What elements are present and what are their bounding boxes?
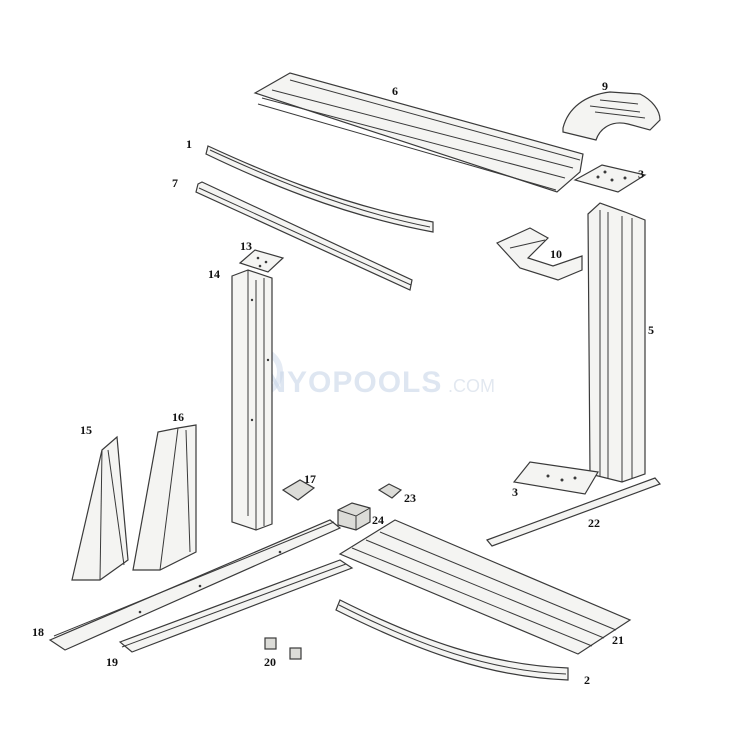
part-14-upright <box>231 269 273 531</box>
callout-15: 15 <box>80 423 92 437</box>
part-10-bracket <box>495 227 583 281</box>
part-19-bottom-channel <box>118 559 354 653</box>
part-3-top-plate <box>573 164 647 193</box>
part-17-bracket <box>281 479 316 501</box>
callout-20: 20 <box>264 655 276 669</box>
callout-22: 22 <box>588 516 600 530</box>
part-13-top-plate <box>238 249 285 273</box>
callout-19: 19 <box>106 655 118 669</box>
part-15-buttress <box>71 435 129 581</box>
part-7-stabilizer-rail <box>195 181 413 291</box>
part-9-top-cap <box>562 91 661 141</box>
callout-16: 16 <box>172 410 184 424</box>
part-5-upright <box>587 202 646 483</box>
callout-14: 14 <box>208 267 220 281</box>
part-3-bottom-plate <box>512 461 599 495</box>
callout-3-bottom: 3 <box>512 485 518 499</box>
callout-10: 10 <box>550 247 562 261</box>
part-23-plate <box>377 483 403 499</box>
watermark: INYOPOOLS .COM <box>233 347 495 399</box>
callout-labels: 6 9 3 1 7 13 14 10 5 15 16 17 23 24 3 22… <box>32 79 654 687</box>
callout-9: 9 <box>602 79 608 93</box>
part-22-strip <box>485 477 662 547</box>
callout-6: 6 <box>392 84 398 98</box>
callout-21: 21 <box>612 633 624 647</box>
callout-13: 13 <box>240 239 252 253</box>
callout-23: 23 <box>404 491 416 505</box>
callout-18: 18 <box>32 625 44 639</box>
part-21-panels <box>338 519 632 655</box>
watermark-brand: INYOPOOLS <box>255 366 442 399</box>
callout-17: 17 <box>304 472 316 486</box>
part-18-bottom-rail <box>48 519 342 651</box>
callout-7: 7 <box>172 176 178 190</box>
part-16-buttress <box>132 424 197 571</box>
callout-5: 5 <box>648 323 654 337</box>
callout-24: 24 <box>372 513 384 527</box>
callout-1: 1 <box>186 137 192 151</box>
watermark-suffix: .COM <box>448 376 495 396</box>
part-20-plates <box>264 637 302 660</box>
part-1-top-rail <box>205 145 434 233</box>
callout-2: 2 <box>584 673 590 687</box>
callout-3-top: 3 <box>638 167 644 181</box>
part-2-bottom-rail <box>335 599 569 681</box>
part-24-block <box>337 502 371 531</box>
part-6-top-seat <box>253 72 584 193</box>
